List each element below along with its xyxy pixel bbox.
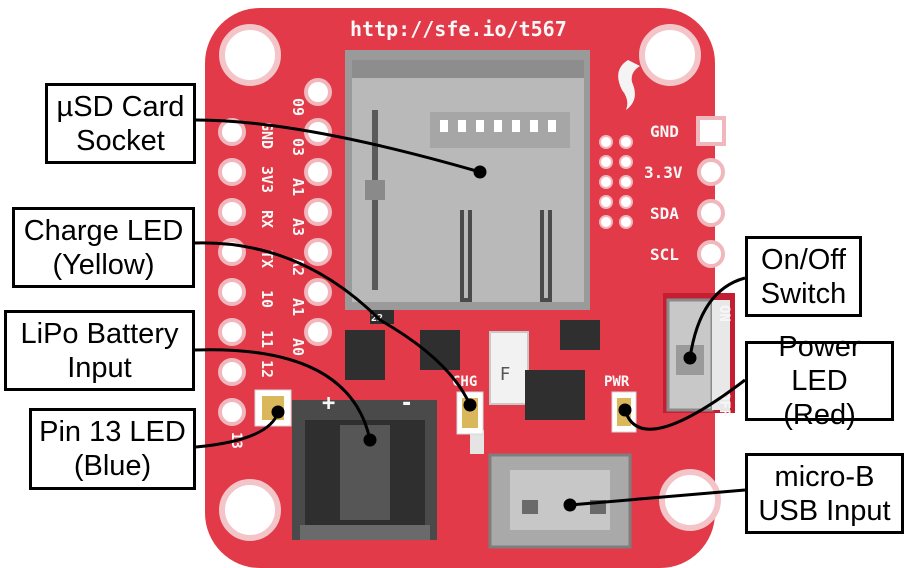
sparkfun-logo-icon [618, 60, 640, 110]
callout-charge-led: Charge LED (Yellow) [12, 207, 195, 288]
leader-line-usd [195, 118, 481, 174]
pin-label-tx: TX [258, 250, 276, 268]
leader-lines [194, 118, 746, 512]
callout-on-off-switch: On/Off Switch [745, 236, 862, 317]
board-url-text: http://sfe.io/t567 [350, 17, 567, 41]
mounting-hole-top-left [219, 24, 281, 86]
microsd-socket [345, 50, 590, 310]
callout-lipo-battery-input: LiPo Battery Input [4, 310, 195, 391]
charge-led-component [456, 391, 484, 435]
fuse-label: F [500, 364, 510, 385]
via-grid [599, 135, 633, 229]
battery-minus-label: - [400, 391, 413, 416]
pin-label-10: 10 [258, 290, 276, 308]
leader-line-lipo [194, 348, 372, 441]
switch-on-label: ON [716, 305, 732, 322]
callout-usd-card-socket: µSD Card Socket [45, 83, 196, 164]
pin-label-3v3: 3V3 [258, 166, 276, 193]
battery-plus-label: + [322, 391, 335, 416]
leader-line-charge-led [194, 241, 472, 406]
mounting-hole-bottom-right [659, 469, 721, 531]
pin-label-12: 12 [258, 360, 276, 378]
pin-label-3-3v: 3.3V [644, 163, 683, 182]
mounting-hole-top-right [639, 24, 701, 86]
leader-dot-switch [683, 351, 697, 365]
leader-line-usb [569, 488, 746, 507]
pwr-label: PWR [604, 374, 630, 390]
pin-label-rx: RX [258, 210, 276, 228]
leader-line-power-led [623, 378, 746, 431]
pin-label-a1: A1 [289, 298, 307, 316]
leader-dot-pin13 [271, 405, 285, 419]
pin-label-11: 11 [258, 330, 276, 348]
pin-label-03: 03 [289, 138, 307, 156]
leader-dot-power-led [618, 403, 632, 417]
callout-power-led: Power LED (Red) [745, 331, 894, 431]
pin-label-09: 09 [289, 98, 307, 116]
pin-label-gnd-right: GND [650, 122, 679, 141]
leader-line-switch [688, 276, 746, 359]
mounting-hole-bottom-left [219, 479, 281, 541]
leader-dot-usb [563, 498, 577, 512]
pin-label-a1-top: A1 [289, 178, 307, 196]
leader-dot-usd [473, 165, 487, 179]
callout-micro-b-usb-input: micro-B USB Input [745, 453, 904, 534]
right-pin-header [696, 116, 726, 268]
pin-label-a0: A0 [289, 338, 307, 356]
left-pin-header [218, 78, 332, 426]
leader-dot-charge-led [463, 398, 477, 412]
leader-dot-lipo [363, 433, 377, 447]
pin-label-scl: SCL [650, 245, 679, 264]
pin-label-gnd-left: GND [258, 122, 276, 149]
callout-pin-13-led: Pin 13 LED (Blue) [29, 408, 196, 490]
pin-label-sda: SDA [650, 204, 679, 223]
smd-components [345, 310, 600, 454]
pin-label-a2: A2 [289, 258, 307, 276]
pin-label-a3: A3 [289, 218, 307, 236]
